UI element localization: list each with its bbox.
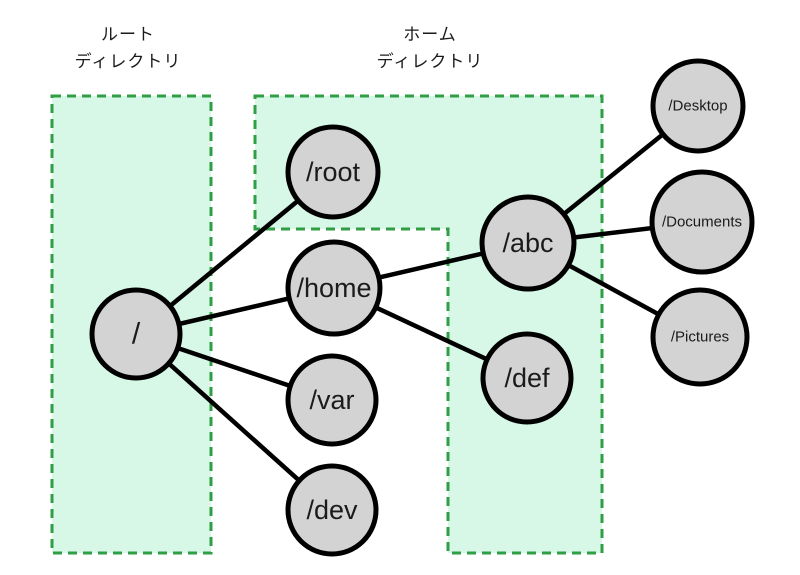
- node-documents: /Documents: [649, 169, 755, 275]
- node-pictures-circle: [650, 287, 750, 387]
- node-desktop: /Desktop: [650, 58, 746, 154]
- node-def-label: /def: [504, 363, 550, 393]
- node-pictures-label: /Pictures: [671, 329, 729, 346]
- node-root: /: [89, 287, 183, 381]
- nodes-layer: / /root/home/var/dev/abc/def/Desktop/Docu…: [89, 58, 755, 557]
- node-def-circle: [480, 331, 574, 425]
- node-documents-circle: [649, 169, 755, 275]
- node-home-label: /home: [296, 273, 371, 303]
- region-label-root-line2: ディレクトリ: [74, 52, 182, 71]
- node-home-circle: [285, 239, 383, 337]
- node-var: /var: [285, 353, 379, 447]
- node-root-circle: [89, 287, 183, 381]
- node-pictures: /Pictures: [650, 287, 750, 387]
- node-dev: /dev: [285, 463, 379, 557]
- node-var-label: /var: [309, 385, 354, 415]
- node-desktop-label: /Desktop: [668, 98, 727, 115]
- node-documents-label: /Documents: [662, 214, 742, 231]
- node-desktop-circle: [650, 58, 746, 154]
- node-def: /def: [480, 331, 574, 425]
- node-abc-label: /abc: [502, 228, 553, 258]
- node-abc-circle: [479, 194, 577, 292]
- node-dev-label: /dev: [306, 495, 358, 525]
- node-var-circle: [285, 353, 379, 447]
- region-label-root-line1: ルート: [101, 25, 155, 44]
- region-label-home-line2: ディレクトリ: [376, 52, 484, 71]
- node-dev-circle: [285, 463, 379, 557]
- node-root-subdir-label: /root: [306, 157, 361, 187]
- region-label-root-directory: ルート ディレクトリ: [28, 21, 228, 75]
- node-root-subdir: /root: [285, 124, 381, 220]
- node-root-label: /: [132, 318, 141, 351]
- node-root-subdir-circle: [285, 124, 381, 220]
- region-label-home-directory: ホーム ディレクトリ: [330, 21, 530, 75]
- node-home: /home: [285, 239, 383, 337]
- region-label-home-line1: ホーム: [403, 25, 457, 44]
- node-abc: /abc: [479, 194, 577, 292]
